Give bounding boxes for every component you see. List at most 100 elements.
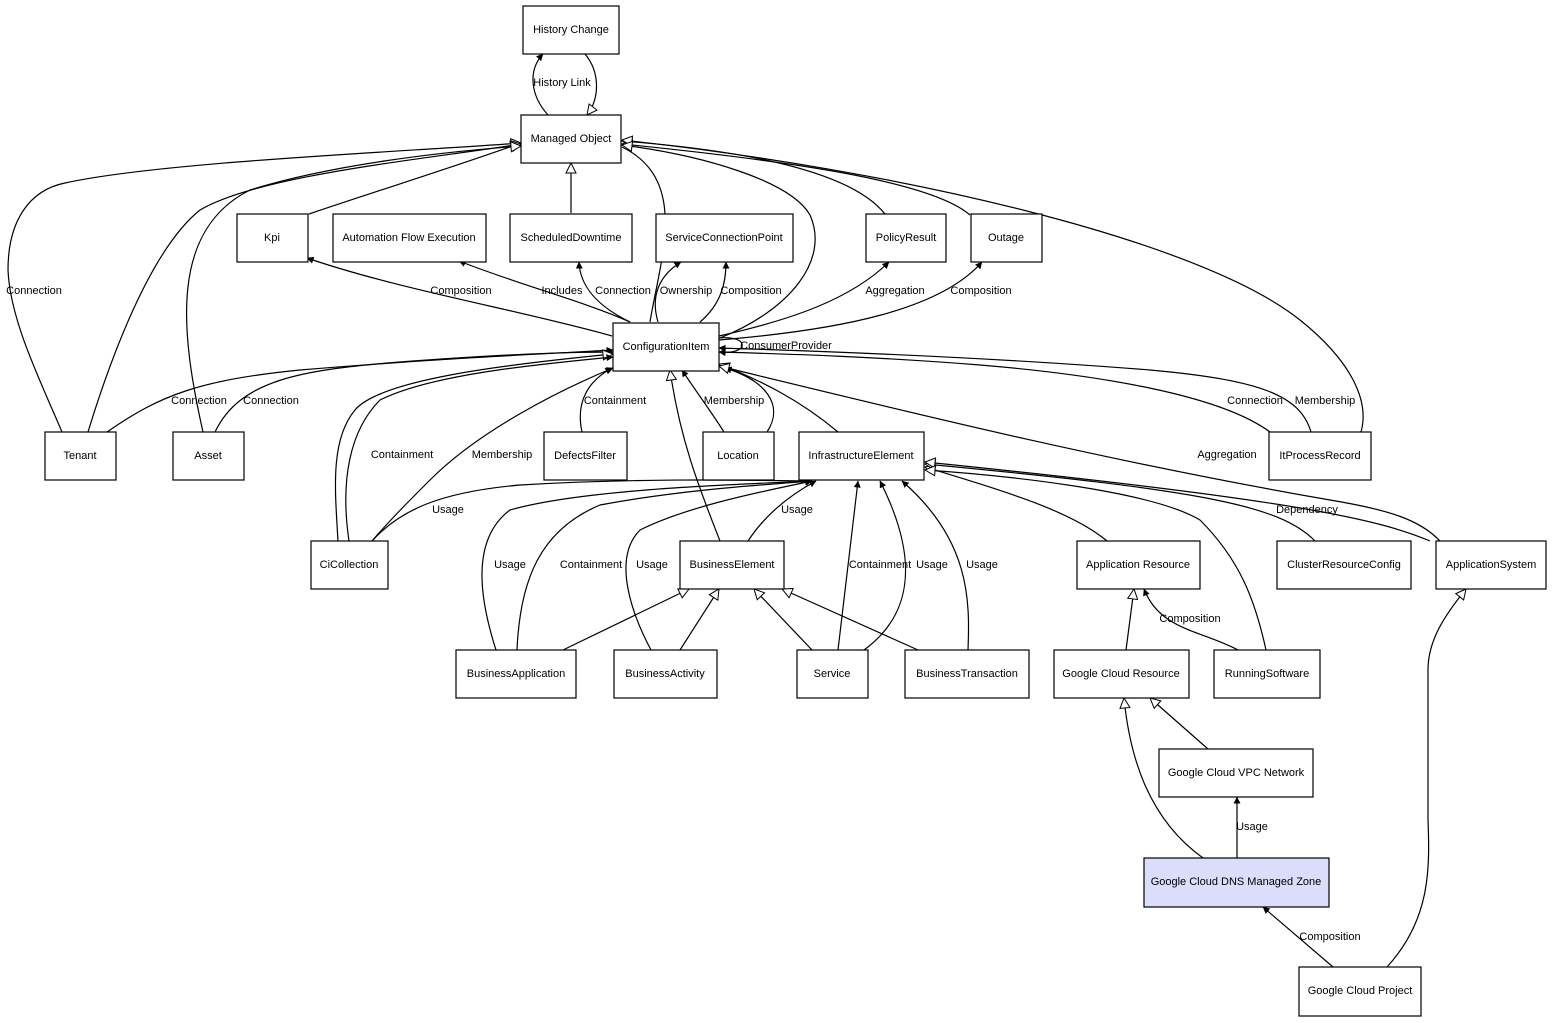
- node-label: Application Resource: [1086, 559, 1190, 571]
- edges: [7, 53, 1466, 968]
- edge-label-cc-ie-usage: Usage: [432, 504, 464, 516]
- edge-label-ipr-ci-membership: Membership: [1295, 395, 1356, 407]
- edge-label-loc-ci-membership: Membership: [704, 395, 765, 407]
- edge-label-asset-ci-connection: Connection: [243, 395, 299, 407]
- node-configuration-item[interactable]: ConfigurationItem: [612, 322, 720, 372]
- edge-label-history-link: History Link: [533, 77, 591, 89]
- edge-label-bt-ie-usage: Usage: [966, 559, 998, 571]
- node-google-cloud-vpc-network[interactable]: Google Cloud VPC Network: [1158, 748, 1314, 798]
- edge-loc-ci: [681, 369, 725, 433]
- edge-label-dns-vpc-usage: Usage: [1236, 821, 1268, 833]
- node-label: DefectsFilter: [554, 450, 616, 462]
- edge-label-ci-pr-aggregation: Aggregation: [865, 285, 924, 297]
- node-application-system[interactable]: ApplicationSystem: [1435, 540, 1547, 590]
- edge-ci-kpi: [306, 256, 613, 337]
- edge-label-rs-ar-composition: Composition: [1159, 613, 1220, 625]
- edge-svc-ie-cont: [837, 480, 861, 651]
- node-label: BusinessActivity: [625, 668, 705, 680]
- node-service-connection-point[interactable]: ServiceConnectionPoint: [655, 213, 794, 263]
- node-label: Kpi: [264, 232, 280, 244]
- edge-bact-ie: [625, 478, 813, 651]
- edge-asset-ci: [214, 348, 614, 433]
- nodes: History Change Managed Object Kpi Automa…: [44, 5, 1547, 1017]
- node-kpi[interactable]: Kpi: [236, 213, 309, 263]
- node-business-activity[interactable]: BusinessActivity: [613, 649, 718, 699]
- node-label: ScheduledDowntime: [521, 232, 622, 244]
- node-history-change[interactable]: History Change: [522, 5, 620, 55]
- node-managed-object[interactable]: Managed Object: [520, 114, 622, 164]
- edge-ci-scp-comp: [699, 261, 730, 323]
- edge-cc-ci-3: [371, 367, 614, 542]
- node-label: RunningSoftware: [1225, 668, 1309, 680]
- node-scheduled-downtime[interactable]: ScheduledDowntime: [509, 213, 633, 263]
- node-google-cloud-project[interactable]: Google Cloud Project: [1298, 966, 1422, 1017]
- edge-rs-ie: [925, 470, 1267, 651]
- edge-outage-mo: [622, 144, 971, 216]
- node-business-element[interactable]: BusinessElement: [679, 540, 785, 590]
- edge-ba-ie-cont: [516, 478, 813, 651]
- edge-as-ci: [719, 366, 1441, 542]
- edge-gcp-dns: [1262, 906, 1334, 968]
- edge-ci-sd: [575, 261, 631, 323]
- node-label: Asset: [194, 450, 222, 462]
- node-application-resource[interactable]: Application Resource: [1076, 540, 1201, 590]
- edge-label-svc-ie-usage: Usage: [916, 559, 948, 571]
- edge-label-tenant-ci-connection: Connection: [171, 395, 227, 407]
- node-label: Tenant: [63, 450, 96, 462]
- node-business-application[interactable]: BusinessApplication: [455, 649, 577, 699]
- node-infrastructure-element[interactable]: InfrastructureElement: [798, 431, 925, 481]
- edge-ba-be: [562, 589, 689, 651]
- edge-cc-ci-2: [345, 354, 614, 542]
- edge-label-as-ci-aggregation: Aggregation: [1197, 449, 1256, 461]
- edge-label-ba-ie-containment: Containment: [560, 559, 622, 571]
- edge-vpc-gcr: [1150, 698, 1209, 750]
- edge-label-tenant-mo-connection: Connection: [6, 285, 62, 297]
- node-label: ApplicationSystem: [1446, 559, 1537, 571]
- node-location[interactable]: Location: [702, 431, 775, 481]
- node-asset[interactable]: Asset: [172, 431, 245, 481]
- node-label: Google Cloud Project: [1308, 985, 1413, 997]
- edge-bt-ie: [901, 480, 970, 651]
- node-running-software[interactable]: RunningSoftware: [1213, 649, 1321, 699]
- node-google-cloud-resource[interactable]: Google Cloud Resource: [1053, 649, 1190, 699]
- edge-bact-be: [679, 589, 719, 651]
- node-label: BusinessElement: [690, 559, 775, 571]
- edge-label-svc-ie-containment: Containment: [849, 559, 911, 571]
- edge-label-crc-ie-dependency: Dependency: [1276, 504, 1338, 516]
- edge-label-gcp-dns-composition: Composition: [1299, 931, 1360, 943]
- node-it-process-record[interactable]: ItProcessRecord: [1268, 431, 1372, 481]
- edge-rs-ar: [1143, 588, 1239, 651]
- edge-ci-scp-own: [654, 261, 682, 323]
- node-label: CiCollection: [320, 559, 379, 571]
- node-label: Service: [814, 668, 851, 680]
- edge-ba-ie-usage: [481, 477, 813, 651]
- edge-label-ipr-ci-connection: Connection: [1227, 395, 1283, 407]
- node-ci-collection[interactable]: CiCollection: [310, 540, 389, 590]
- edge-svc-be: [754, 589, 813, 651]
- edge-ci-pr: [718, 261, 890, 337]
- node-cluster-resource-config[interactable]: ClusterResourceConfig: [1276, 540, 1412, 590]
- edge-historychange-mo: [584, 53, 597, 115]
- edge-kpi-mo: [308, 143, 521, 215]
- node-business-transaction[interactable]: BusinessTransaction: [904, 649, 1030, 699]
- node-label: BusinessApplication: [467, 668, 565, 680]
- node-service[interactable]: Service: [796, 649, 869, 699]
- node-label: Google Cloud Resource: [1062, 668, 1179, 680]
- node-label: ClusterResourceConfig: [1287, 559, 1401, 571]
- edge-as-ie: [925, 462, 1431, 542]
- node-policy-result[interactable]: PolicyResult: [865, 213, 947, 263]
- edge-label-ci-sd-connection: Connection: [595, 285, 651, 297]
- node-google-cloud-dns-managed-zone[interactable]: Google Cloud DNS Managed Zone: [1143, 857, 1330, 908]
- edge-ipr-ci-conn: [718, 348, 1271, 433]
- edge-crc-ie: [925, 464, 1316, 542]
- edge-ar-ie: [925, 467, 1108, 542]
- node-label: History Change: [533, 24, 609, 36]
- edge-loc-ci-2: [724, 366, 775, 433]
- edge-labels: History Link Connection Composition Incl…: [6, 77, 1360, 943]
- node-defects-filter[interactable]: DefectsFilter: [543, 431, 628, 481]
- node-automation-flow-execution[interactable]: Automation Flow Execution: [332, 213, 487, 263]
- node-tenant[interactable]: Tenant: [44, 431, 117, 481]
- node-outage[interactable]: Outage: [970, 213, 1043, 263]
- edge-asset-mo: [185, 146, 521, 433]
- edge-ci-mo: [622, 145, 816, 339]
